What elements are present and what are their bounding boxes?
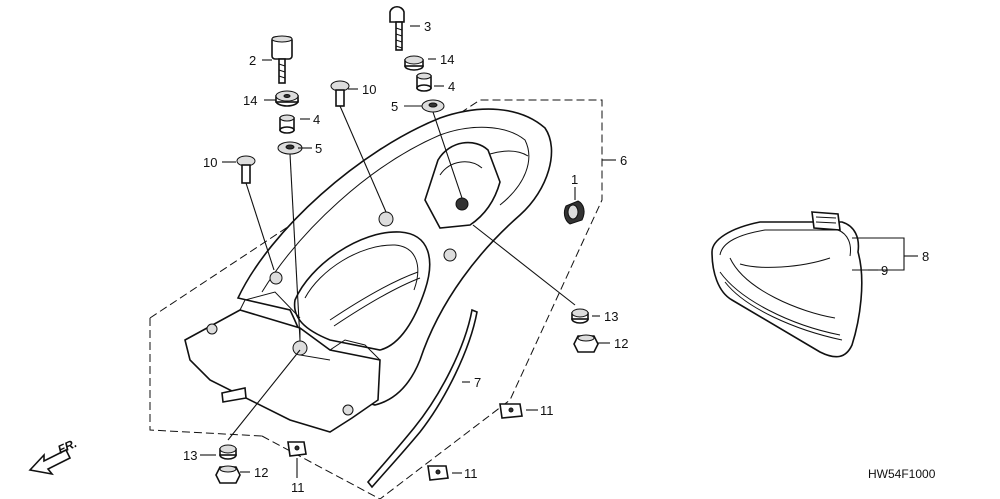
callout-6: 6 [620, 153, 627, 168]
callout-2: 2 [249, 53, 256, 68]
callout-7: 7 [474, 375, 481, 390]
clip-11-c [287, 441, 307, 457]
nut-12-right [573, 334, 599, 353]
screw-10-center [330, 80, 350, 107]
callout-4-left: 4 [313, 112, 320, 127]
callout-12-right: 12 [614, 336, 628, 351]
collar-13-right [571, 308, 589, 324]
leader-lines [200, 25, 918, 478]
nut-12-left [215, 465, 241, 484]
callout-14-right: 14 [440, 52, 454, 67]
callout-14-left: 14 [243, 93, 257, 108]
callout-8: 8 [922, 249, 929, 264]
callout-12-left: 12 [254, 465, 268, 480]
front-direction-arrow: FR. [28, 436, 79, 476]
collar-14-right [404, 55, 424, 71]
screw-10-left [236, 155, 256, 184]
bolt-2 [271, 35, 293, 84]
callout-labels: 2 3 14 14 4 4 5 5 10 10 1 6 7 8 9 11 11 … [183, 19, 929, 495]
callout-11-c: 11 [291, 480, 305, 495]
callout-3: 3 [424, 19, 431, 34]
callout-5-left: 5 [315, 141, 322, 156]
callout-11-a: 11 [540, 403, 554, 418]
callout-13-right: 13 [604, 309, 618, 324]
bolt-3 [389, 5, 405, 51]
callout-11-b: 11 [464, 466, 478, 481]
callout-10-center: 10 [362, 82, 376, 97]
collar-13-left [219, 444, 237, 460]
rubber-strip [366, 308, 478, 489]
grommet-5-left [277, 141, 303, 155]
callout-10-left: 10 [203, 155, 217, 170]
luggage-box [711, 211, 863, 358]
callout-4-right: 4 [448, 79, 455, 94]
front-label: FR. [56, 436, 79, 457]
collar-14-left [275, 90, 299, 107]
callout-1: 1 [571, 172, 578, 187]
collar-4-left [279, 114, 295, 134]
clip-11-b [427, 465, 449, 481]
callout-5-right: 5 [391, 99, 398, 114]
grommet-1 [563, 200, 585, 225]
clip-11-a [499, 403, 523, 419]
callout-9: 9 [881, 263, 888, 278]
collar-4-right [416, 72, 432, 92]
callout-13-left: 13 [183, 448, 197, 463]
figure-code: HW54F1000 [868, 467, 936, 481]
grommet-5-right [421, 99, 445, 113]
